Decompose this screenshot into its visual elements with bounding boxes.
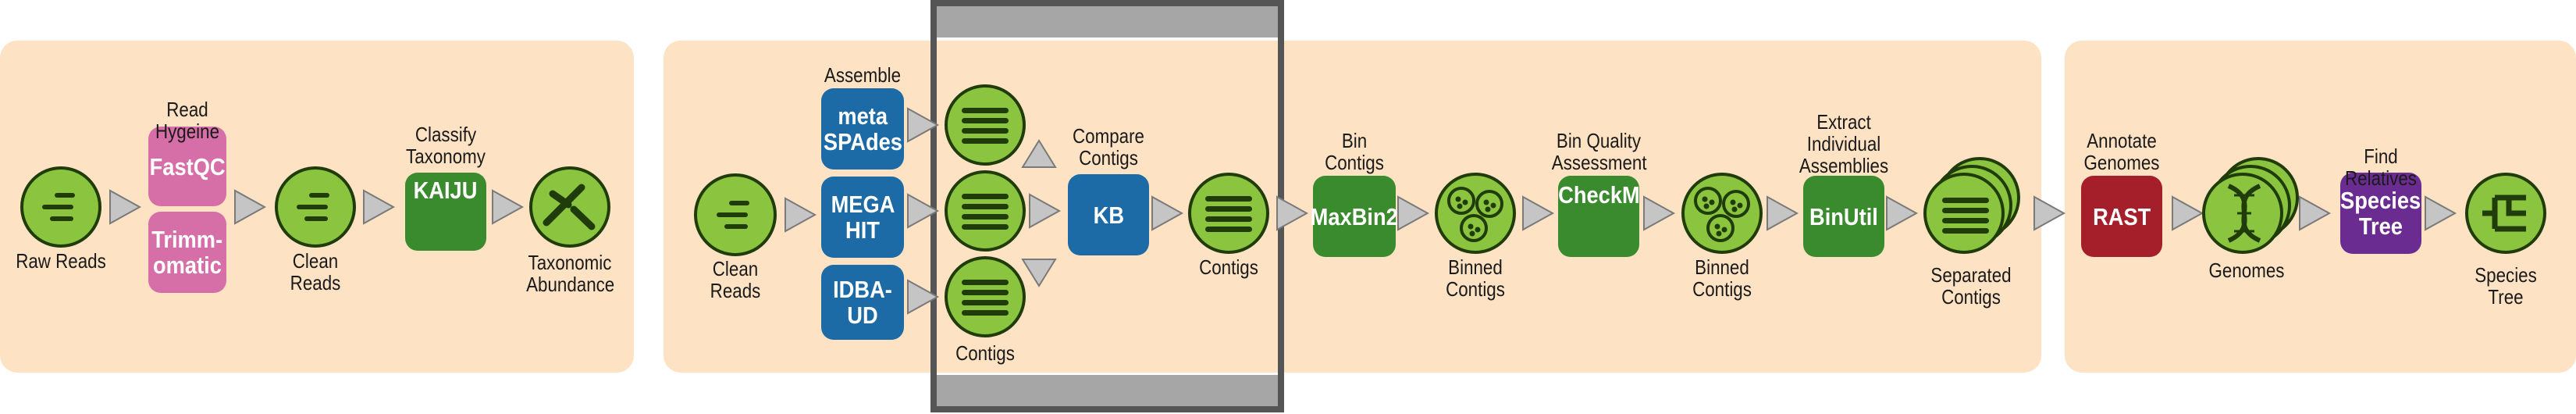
- arrow-up-icon: [1021, 139, 1057, 168]
- highlight-top-bar: [937, 6, 1278, 37]
- separated-contigs-label-2: Contigs: [1941, 285, 2001, 309]
- metaspades-label-1: meta: [838, 102, 888, 130]
- checkm-button[interactable]: CheckM: [1558, 176, 1639, 257]
- binned-contigs-node-1: [1435, 173, 1516, 254]
- compare-contigs-label-2: Contigs: [1079, 146, 1138, 170]
- idba-ud-label: IDBA-UD: [833, 276, 892, 329]
- bin-quality-label-1: Bin Quality: [1556, 129, 1642, 152]
- rast-button[interactable]: RAST: [2081, 176, 2162, 257]
- contigs-label-left: Contigs: [955, 341, 1015, 365]
- trimmomatic-label-2: omatic: [153, 252, 222, 279]
- clean-reads-node-2: [694, 173, 777, 256]
- extract-label-3: Assemblies: [1799, 154, 1889, 177]
- bin-contigs-label-1: Bin: [1341, 129, 1368, 152]
- panel-annotation: [2065, 41, 2576, 373]
- megahit-label-1: MEGA: [831, 191, 895, 218]
- taxonomic-abundance-label-2: Abundance: [526, 273, 615, 296]
- kb-label: KB: [1093, 201, 1124, 229]
- compare-contigs-label-1: Compare: [1073, 124, 1144, 148]
- idba-ud-button[interactable]: IDBA-UD: [821, 265, 904, 340]
- fastqc-label: FastQC: [149, 152, 226, 180]
- checkm-label: CheckM: [1557, 181, 1640, 209]
- rast-label: RAST: [2092, 202, 2151, 230]
- binutil-label: BinUtil: [1809, 202, 1878, 230]
- bin-quality-label-2: Assessment: [1551, 151, 1647, 174]
- clean-reads-label-2: Clean Reads: [710, 257, 761, 302]
- bin-contigs-label-2: Contigs: [1325, 151, 1384, 174]
- binned-contigs-label-1a: Binned: [1448, 255, 1503, 279]
- maxbin2-label: MaxBin2: [1310, 202, 1399, 230]
- arrow-icon: [2033, 196, 2065, 230]
- species-tree-node: [2465, 173, 2546, 254]
- kaiju-button[interactable]: KAIJU: [405, 173, 486, 251]
- arrow-down-icon: [1021, 259, 1057, 287]
- genomes-label: Genomes: [2208, 259, 2285, 282]
- kaiju-label: KAIJU: [414, 177, 478, 204]
- taxonomic-abundance-node: [529, 166, 610, 248]
- binned-contigs-label-2b: Contigs: [1692, 277, 1752, 301]
- extract-label-1: Extract: [1816, 110, 1871, 134]
- trimmomatic-label-1: Trimm-: [151, 226, 223, 253]
- contigs-node: [1188, 173, 1269, 254]
- species-tree-label-1: Species: [2340, 187, 2421, 214]
- species-tree-label-2: Tree: [2358, 212, 2403, 240]
- annotate-genomes-label-1: Annotate: [2087, 129, 2157, 152]
- extract-label-2: Individual: [1806, 132, 1881, 155]
- classify-label-1: Classify: [415, 123, 477, 146]
- megahit-label-2: HIT: [845, 216, 880, 244]
- kb-button[interactable]: KB: [1068, 174, 1149, 255]
- highlight-bottom-bar: [937, 375, 1278, 406]
- maxbin2-button[interactable]: MaxBin2: [1310, 176, 1399, 257]
- raw-reads-node: [20, 166, 101, 248]
- taxonomic-abundance-label-1: Taxonomic: [528, 251, 612, 274]
- metaspades-label-2: SPAdes: [823, 128, 902, 155]
- clean-reads-node-1: [275, 166, 356, 248]
- contigs-node-middle: [945, 170, 1026, 252]
- separated-contigs-node: [1923, 157, 2020, 254]
- find-relatives-label: Find Relatives: [2345, 145, 2417, 190]
- species-tree-label: Species Tree: [2475, 263, 2537, 309]
- raw-reads-label: Raw Reads: [16, 249, 106, 273]
- binutil-button[interactable]: BinUtil: [1803, 176, 1884, 257]
- binned-contigs-node-2: [1681, 173, 1763, 254]
- binned-contigs-label-1b: Contigs: [1446, 277, 1505, 301]
- contigs-node-bottom: [945, 256, 1026, 337]
- trimmomatic-button[interactable]: Trimm-omatic: [148, 212, 226, 293]
- separated-contigs-label-1: Separated: [1930, 263, 2012, 287]
- classify-label-2: Taxonomy: [406, 145, 486, 168]
- contigs-label: Contigs: [1199, 255, 1258, 279]
- genomes-node: [2202, 157, 2299, 254]
- annotate-genomes-label-2: Genomes: [2083, 151, 2160, 174]
- read-hygeine-label: Read Hygeine: [155, 98, 220, 143]
- fastqc-button[interactable]: FastQC: [148, 127, 226, 206]
- contigs-node-top: [945, 84, 1026, 166]
- clean-reads-label-1: Clean Reads: [290, 249, 341, 294]
- binned-contigs-label-2a: Binned: [1695, 255, 1749, 279]
- assemble-label: Assemble: [824, 63, 902, 87]
